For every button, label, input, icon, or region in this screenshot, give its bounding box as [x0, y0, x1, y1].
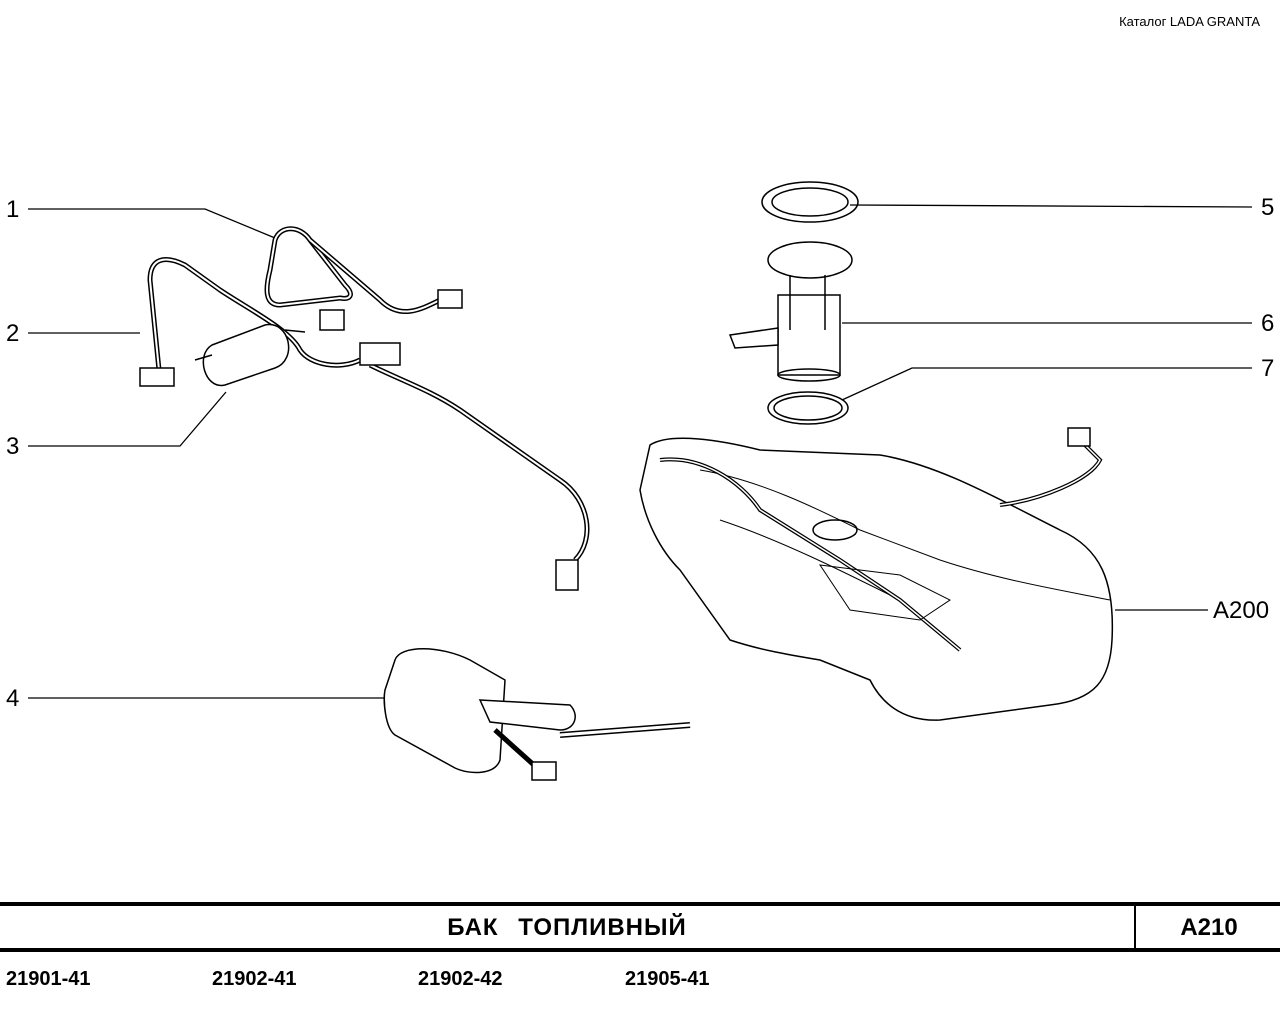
section-code: A210 — [1134, 906, 1280, 948]
fuel-pipe-1 — [264, 226, 463, 331]
model-code: 21905-41 — [625, 968, 710, 990]
locking-ring-5 — [761, 181, 859, 223]
leader-lines — [28, 204, 1253, 699]
callout-2: 2 — [6, 320, 20, 347]
callout-5: 5 — [1261, 194, 1275, 221]
callout-4: 4 — [6, 685, 20, 712]
canister-4 — [383, 648, 691, 781]
catalog-header: Каталог LADA GRANTA — [1119, 14, 1260, 29]
model-code: 21901-41 — [6, 968, 91, 990]
page-title: БАК ТОПЛИВНЫЙ — [447, 914, 687, 941]
seal-ring-7 — [767, 391, 849, 425]
callout-7: 7 — [1261, 355, 1275, 382]
fuel-tank-diagram — [28, 181, 1253, 781]
model-code: 21902-41 — [212, 968, 297, 990]
fuel-pipe-2 — [139, 257, 590, 591]
fuel-pump-module-6 — [728, 241, 853, 382]
callout-3: 3 — [6, 433, 20, 460]
callout-6: 6 — [1261, 310, 1275, 337]
model-code: 21902-42 — [418, 968, 503, 990]
fuel-tank-a200 — [639, 427, 1114, 721]
callout-1: 1 — [6, 196, 20, 223]
fuel-filter-3 — [194, 324, 306, 387]
title-bar: БАК ТОПЛИВНЫЙ A210 — [0, 902, 1280, 952]
callout-a200: A200 — [1213, 597, 1270, 624]
